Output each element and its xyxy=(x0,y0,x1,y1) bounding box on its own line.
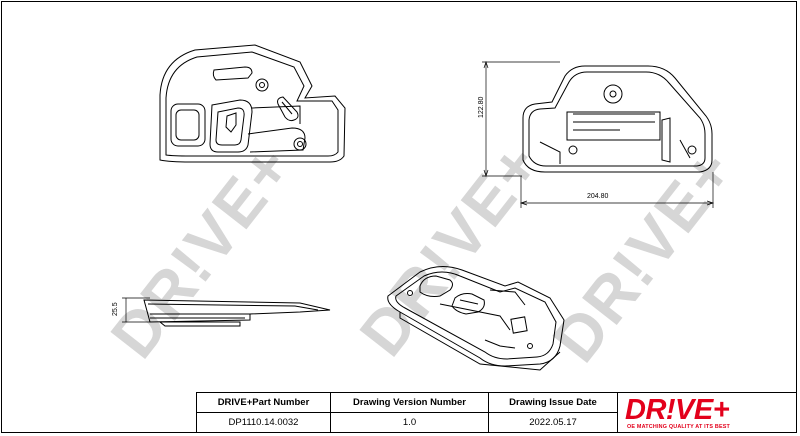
dimension-height-label: 122.80 xyxy=(478,96,485,118)
title-block: DRIVE+Part Number Drawing Version Number… xyxy=(196,392,797,433)
dimension-thickness-label: 25.5 xyxy=(112,302,119,316)
isometric-view xyxy=(387,266,565,371)
side-view xyxy=(143,299,331,327)
logo-wordmark: DR!VE+ xyxy=(625,394,730,426)
title-block-table: DRIVE+Part Number Drawing Version Number… xyxy=(196,392,618,433)
value-issue-date: 2022.05.17 xyxy=(488,412,618,433)
header-part-number: DRIVE+Part Number xyxy=(196,392,331,413)
header-version: Drawing Version Number xyxy=(330,392,489,413)
logo-tagline: OE MATCHING QUALITY AT ITS BEST xyxy=(627,424,731,430)
value-version: 1.0 xyxy=(330,412,489,433)
dimension-width-label: 204.80 xyxy=(587,193,609,200)
header-issue-date: Drawing Issue Date xyxy=(488,392,618,413)
value-part-number: DP1110.14.0032 xyxy=(196,412,331,433)
top-view xyxy=(159,44,346,163)
rear-view xyxy=(522,65,713,173)
dimension-lines xyxy=(122,60,715,323)
brand-logo: DR!VE+ OE MATCHING QUALITY AT ITS BEST xyxy=(617,392,797,433)
